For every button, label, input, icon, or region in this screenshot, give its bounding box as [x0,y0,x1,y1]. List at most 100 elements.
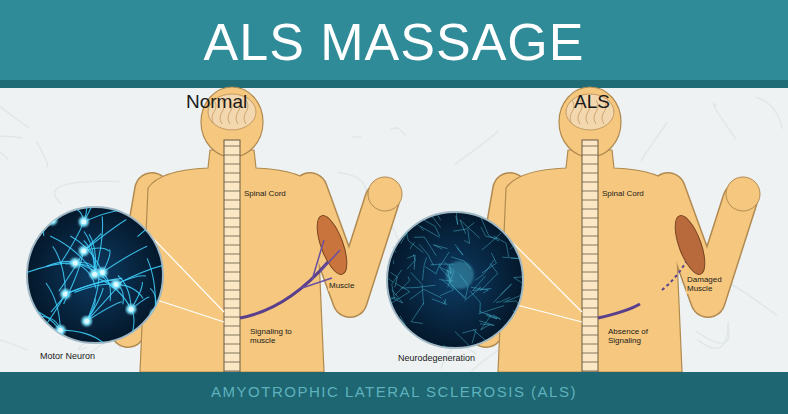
arm-outline [668,190,740,300]
degenerated-fiber [473,329,488,343]
part-label: Spinal Cord [244,190,286,199]
dendrite [46,283,61,330]
neuron-core [114,282,119,287]
vertebra-line [224,344,240,345]
dendrite [8,200,53,220]
background-fiber [727,283,776,316]
body-figure [486,87,760,372]
degenerated-fiber [510,350,520,371]
degenerated-fiber [399,213,419,226]
vertebra-line [224,254,240,255]
figure-heading: ALS [574,92,610,113]
vertebra-line [224,182,240,183]
degenerated-fiber [478,341,491,366]
degenerated-fiber [509,342,523,360]
header-band [0,0,788,80]
background-fiber [389,128,405,136]
vertebra-line [224,299,240,300]
vertebra-line [582,146,598,147]
degenerated-fiber [410,289,442,299]
dendrite [145,185,159,219]
vertebra-line [582,254,598,255]
vertebra-line [582,155,598,156]
vertebra-line [224,362,240,363]
degenerated-fiber [390,316,405,327]
degenerated-fiber [518,303,532,330]
arm [668,190,740,300]
degenerated-fiber [510,231,521,249]
dendrite [29,181,52,220]
degenerated-fiber [406,232,423,253]
degenerated-fiber [407,198,438,214]
background-fiber [455,130,498,164]
degenerated-fiber [479,321,494,326]
header-stripe [0,80,788,88]
degenerated-fiber [479,306,505,314]
neuron-remnant [446,261,474,289]
dendrite [45,165,53,220]
degenerated-fiber [475,260,495,281]
background-fiber [0,136,22,159]
background-fiber [713,104,736,140]
dendrite [14,211,31,224]
dendrite [60,330,103,343]
background-fiber [0,340,28,351]
vertebra-line [582,371,598,372]
degenerated-fiber [382,297,398,307]
degenerated-fiber [426,206,441,228]
vertebra-line [582,236,598,237]
neuron-core [92,272,97,277]
degenerated-fiber [480,204,495,216]
dendrite [84,241,95,275]
degenerated-fiber [423,258,427,281]
part-label: Motor Neuron [40,352,95,362]
nerve-fragment [662,262,686,290]
neuron-core [58,328,63,333]
degenerated-fiber [373,326,390,342]
part-label: Muscle [328,282,360,291]
degenerated-fiber [464,286,480,300]
degenerated-fiber [400,222,407,244]
degenerated-fiber [519,303,528,324]
background-pattern [0,89,782,386]
background-fiber [37,142,48,167]
degenerated-fiber [482,253,497,273]
fist [726,177,760,211]
dendrite [159,189,189,220]
vertebra-line [224,371,240,372]
arm [310,190,382,300]
dendrite [159,198,181,220]
part-label: Damaged Muscle [686,276,722,294]
part-label: Spinal Cord [602,190,644,199]
dendrite [87,288,103,321]
neuron-core [157,217,162,222]
degenerated-fiber [414,237,436,256]
vertebra-line [224,146,240,147]
vertebra-line [582,281,598,282]
nerve [598,304,640,318]
neuron-body [154,215,164,225]
footer-band [0,372,788,414]
vertebra-line [224,290,240,291]
dendrite [102,246,147,272]
degenerated-fiber [407,255,415,270]
degenerated-fiber [514,277,524,284]
background-fiber [352,136,361,138]
dendrite [31,195,76,211]
degenerated-fiber [433,245,447,249]
dendrite [150,288,156,314]
neuron-core [50,218,55,223]
neuron-core [84,319,89,324]
dendrite [137,220,159,237]
degenerated-fiber [509,325,528,338]
dendrite [116,264,167,284]
dendrite [24,263,75,274]
vertebra-line [582,200,598,201]
degenerated-fiber [411,272,424,304]
brain-fold [570,100,574,124]
background-fiber [55,181,121,204]
vertebra-line [224,164,240,165]
dendrite [155,307,176,314]
neuron-body [47,215,57,225]
